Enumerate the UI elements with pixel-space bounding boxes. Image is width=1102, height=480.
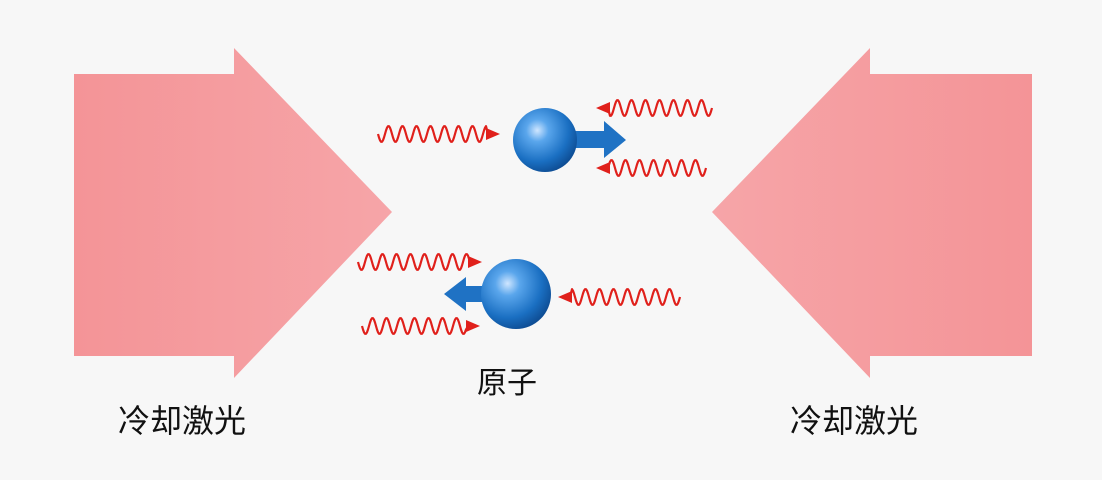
photon-top-right-upper-incoming-wave bbox=[606, 99, 714, 117]
atom-top-momentum-arrow bbox=[572, 121, 626, 158]
photon-top-right-lower-incoming-wave bbox=[606, 159, 708, 177]
atom-bottom bbox=[481, 259, 551, 329]
left-laser-label: 冷却激光 bbox=[118, 402, 247, 440]
photon-bottom-left-upper-incoming-wave bbox=[356, 253, 472, 271]
photon-bottom-right-incoming-wave bbox=[568, 288, 682, 306]
photon-top-right-upper-incoming-arrowhead bbox=[596, 102, 610, 114]
photon-bottom-left-lower-incoming-wave bbox=[360, 317, 469, 335]
atom-bottom-momentum-arrow bbox=[444, 277, 492, 311]
photon-top-right-lower-incoming-arrowhead bbox=[596, 162, 610, 174]
photon-group bbox=[356, 99, 714, 335]
photon-top-left-incoming-arrowhead bbox=[486, 128, 500, 140]
left-laser-arrow bbox=[74, 48, 392, 378]
right-laser-label: 冷却激光 bbox=[790, 402, 919, 440]
photon-bottom-left-lower-incoming-arrowhead bbox=[466, 320, 480, 332]
photon-bottom-right-incoming-arrowhead bbox=[558, 291, 572, 303]
atom-label: 原子 bbox=[477, 366, 537, 401]
photon-top-left-incoming-wave bbox=[376, 125, 490, 143]
right-laser-arrow bbox=[712, 48, 1032, 378]
photon-bottom-left-upper-incoming-arrowhead bbox=[468, 256, 482, 268]
atom-top bbox=[513, 108, 577, 172]
